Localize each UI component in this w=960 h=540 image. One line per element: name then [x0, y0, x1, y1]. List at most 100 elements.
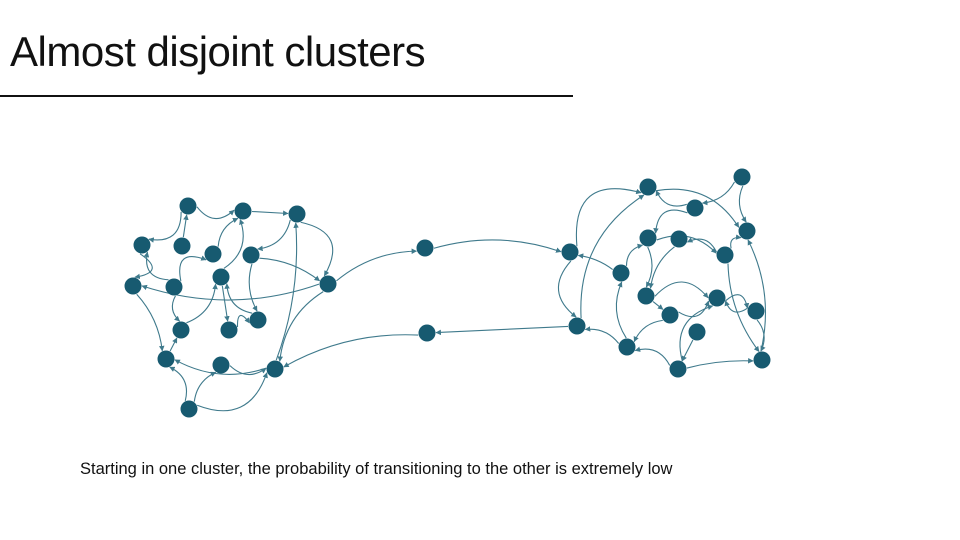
transition-edge [557, 260, 577, 318]
state-node [708, 289, 726, 307]
state-node [212, 356, 230, 374]
title-underline [0, 95, 573, 97]
transition-edge [148, 211, 182, 243]
state-node [688, 323, 706, 341]
transition-edge [196, 372, 268, 412]
transition-edge [727, 263, 760, 352]
state-node [124, 277, 142, 295]
state-node [561, 243, 579, 261]
transition-edge [336, 248, 418, 282]
transition-edge [756, 319, 766, 352]
transition-edge [575, 188, 642, 247]
state-node [733, 168, 751, 186]
transition-edge [283, 334, 419, 368]
transition-edge [174, 359, 267, 375]
transition-edge [724, 300, 748, 313]
state-node [249, 311, 267, 329]
transition-edge [236, 314, 250, 328]
transition-edge [687, 237, 717, 253]
transition-edge [725, 294, 750, 309]
transition-edge [193, 371, 217, 402]
state-node [661, 306, 679, 324]
transition-edge [182, 214, 189, 238]
transition-edge [656, 235, 717, 254]
transition-edge [686, 358, 754, 369]
transition-edge [634, 346, 671, 366]
state-node [418, 324, 436, 342]
transition-edge [277, 291, 324, 362]
transition-edge [580, 194, 645, 319]
transition-edge [655, 190, 687, 207]
transition-edge [747, 239, 767, 352]
transition-edge [223, 219, 245, 269]
transition-edge [656, 188, 740, 228]
state-node [220, 321, 238, 339]
transition-edge [435, 325, 569, 336]
state-node [637, 287, 655, 305]
state-node [738, 222, 756, 240]
state-node [157, 350, 175, 368]
transition-edge [653, 209, 688, 234]
transition-edge [196, 206, 235, 220]
transition-edge [275, 222, 299, 361]
state-node [639, 229, 657, 247]
state-node [670, 230, 688, 248]
transition-edge [169, 366, 188, 401]
state-node [173, 237, 191, 255]
transition-edge [625, 243, 644, 266]
transition-edge [652, 301, 664, 310]
transition-edge [143, 251, 169, 281]
transition-edge [221, 285, 230, 322]
transition-edge [681, 339, 694, 362]
edges [134, 181, 767, 412]
state-node [165, 278, 183, 296]
transition-edge [259, 257, 321, 282]
state-node [319, 275, 337, 293]
slide-caption: Starting in one cluster, the probability… [80, 460, 673, 478]
state-node [612, 264, 630, 282]
state-node [212, 268, 230, 286]
transition-edge [645, 246, 653, 288]
transition-edge [169, 337, 178, 352]
state-node [686, 199, 704, 217]
state-node [180, 400, 198, 418]
transition-edge [615, 281, 627, 339]
transition-edge [584, 326, 620, 344]
state-node [172, 321, 190, 339]
transition-edge [300, 221, 334, 277]
state-node [416, 239, 434, 257]
transition-edge [224, 283, 253, 314]
transition-edge [257, 219, 291, 252]
state-node [266, 360, 284, 378]
state-node [618, 338, 636, 356]
transition-edge [179, 255, 207, 282]
state-node [204, 245, 222, 263]
state-node [747, 302, 765, 320]
transition-edge [730, 234, 742, 249]
transition-edge [654, 281, 709, 299]
transition-edge [648, 246, 675, 289]
state-node [133, 236, 151, 254]
nodes [124, 168, 771, 418]
transition-edge [577, 253, 614, 271]
transition-edge [251, 210, 289, 216]
transition-edge [433, 239, 562, 253]
transition-edge [229, 365, 267, 376]
transition-edge [136, 293, 165, 352]
state-node [242, 246, 260, 264]
state-node [568, 317, 586, 335]
transition-edge [186, 283, 218, 324]
transition-edge [248, 263, 258, 312]
state-node [716, 246, 734, 264]
state-node [179, 197, 197, 215]
state-node [639, 178, 657, 196]
transition-edge [141, 283, 320, 301]
state-node [669, 360, 687, 378]
transition-edge [738, 185, 747, 223]
transition-edge [678, 300, 710, 318]
transition-edge [701, 181, 735, 206]
transition-edge [679, 304, 714, 362]
transition-edge [134, 253, 153, 280]
state-node [753, 351, 771, 369]
